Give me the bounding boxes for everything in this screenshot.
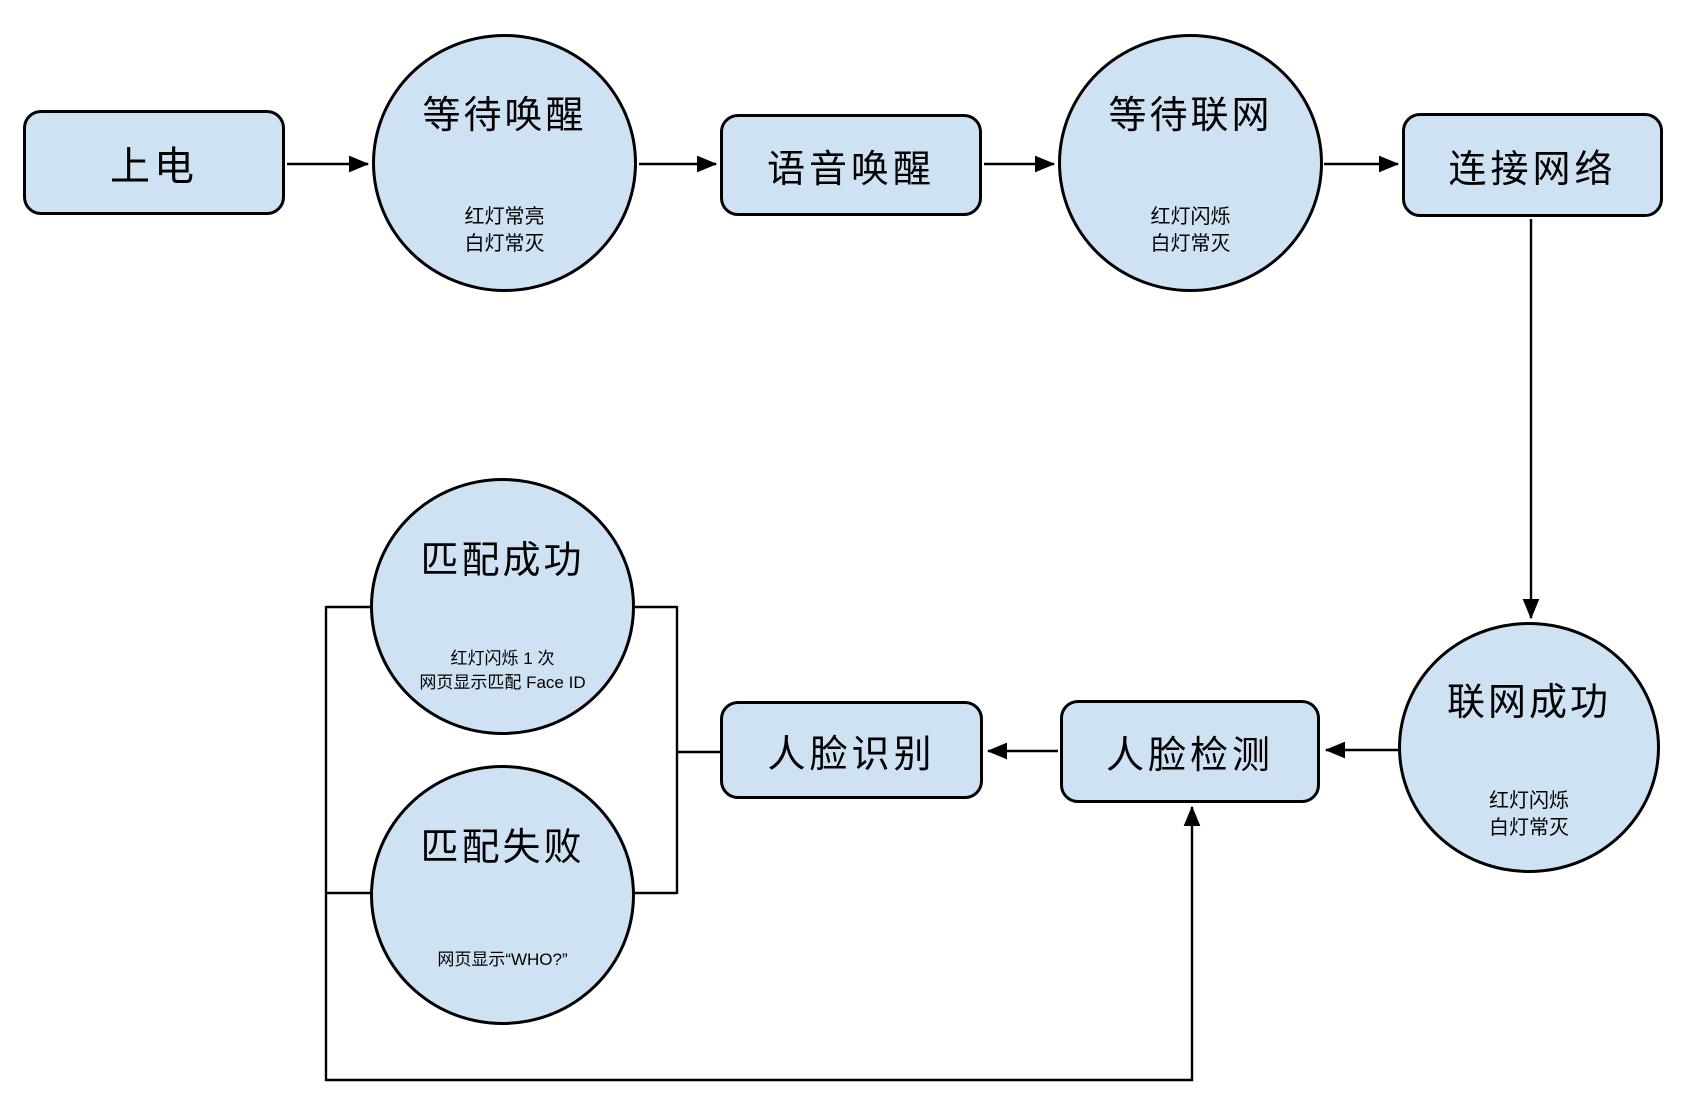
node-voice-wake: 语音唤醒	[720, 114, 982, 216]
node-match-fail-title: 匹配失败	[420, 827, 585, 869]
node-face-detect-label: 人脸检测	[1105, 735, 1274, 777]
node-voice-wake-label: 语音唤醒	[766, 148, 935, 191]
node-face-recognize: 人脸识别	[720, 701, 983, 799]
node-wait-wake-title: 等待唤醒	[422, 95, 587, 137]
node-face-detect: 人脸检测	[1060, 700, 1320, 803]
node-connect-network: 连接网络	[1402, 113, 1663, 217]
node-wait-network: 等待联网 红灯闪烁 白灯常灭	[1058, 34, 1323, 292]
node-match-fail: 匹配失败 网页显示“WHO?”	[370, 765, 635, 1025]
node-match-success: 匹配成功 红灯闪烁 1 次 网页显示匹配 Face ID	[370, 478, 635, 735]
edge-loop-back-to-face-detect	[324, 606, 1201, 1082]
node-power-on-label: 上电	[110, 144, 198, 189]
node-power-on: 上电	[23, 110, 285, 215]
node-wait-wake: 等待唤醒 红灯常亮 白灯常灭	[372, 34, 637, 292]
node-wait-wake-subtext: 红灯常亮 白灯常灭	[464, 206, 545, 255]
node-match-fail-subtext: 网页显示“WHO?”	[437, 950, 568, 969]
node-network-success-subtext: 红灯闪烁 白灯常灭	[1489, 790, 1569, 839]
node-connect-network-label: 连接网络	[1448, 148, 1617, 191]
node-wait-network-subtext: 红灯闪烁 白灯常灭	[1150, 206, 1231, 255]
node-match-success-title: 匹配成功	[420, 540, 585, 582]
node-network-success: 联网成功 红灯闪烁 白灯常灭	[1398, 622, 1660, 873]
node-face-recognize-label: 人脸识别	[767, 733, 936, 776]
node-network-success-title: 联网成功	[1446, 682, 1611, 724]
node-match-success-subtext: 红灯闪烁 1 次 网页显示匹配 Face ID	[419, 649, 586, 692]
node-wait-network-title: 等待联网	[1108, 95, 1273, 137]
